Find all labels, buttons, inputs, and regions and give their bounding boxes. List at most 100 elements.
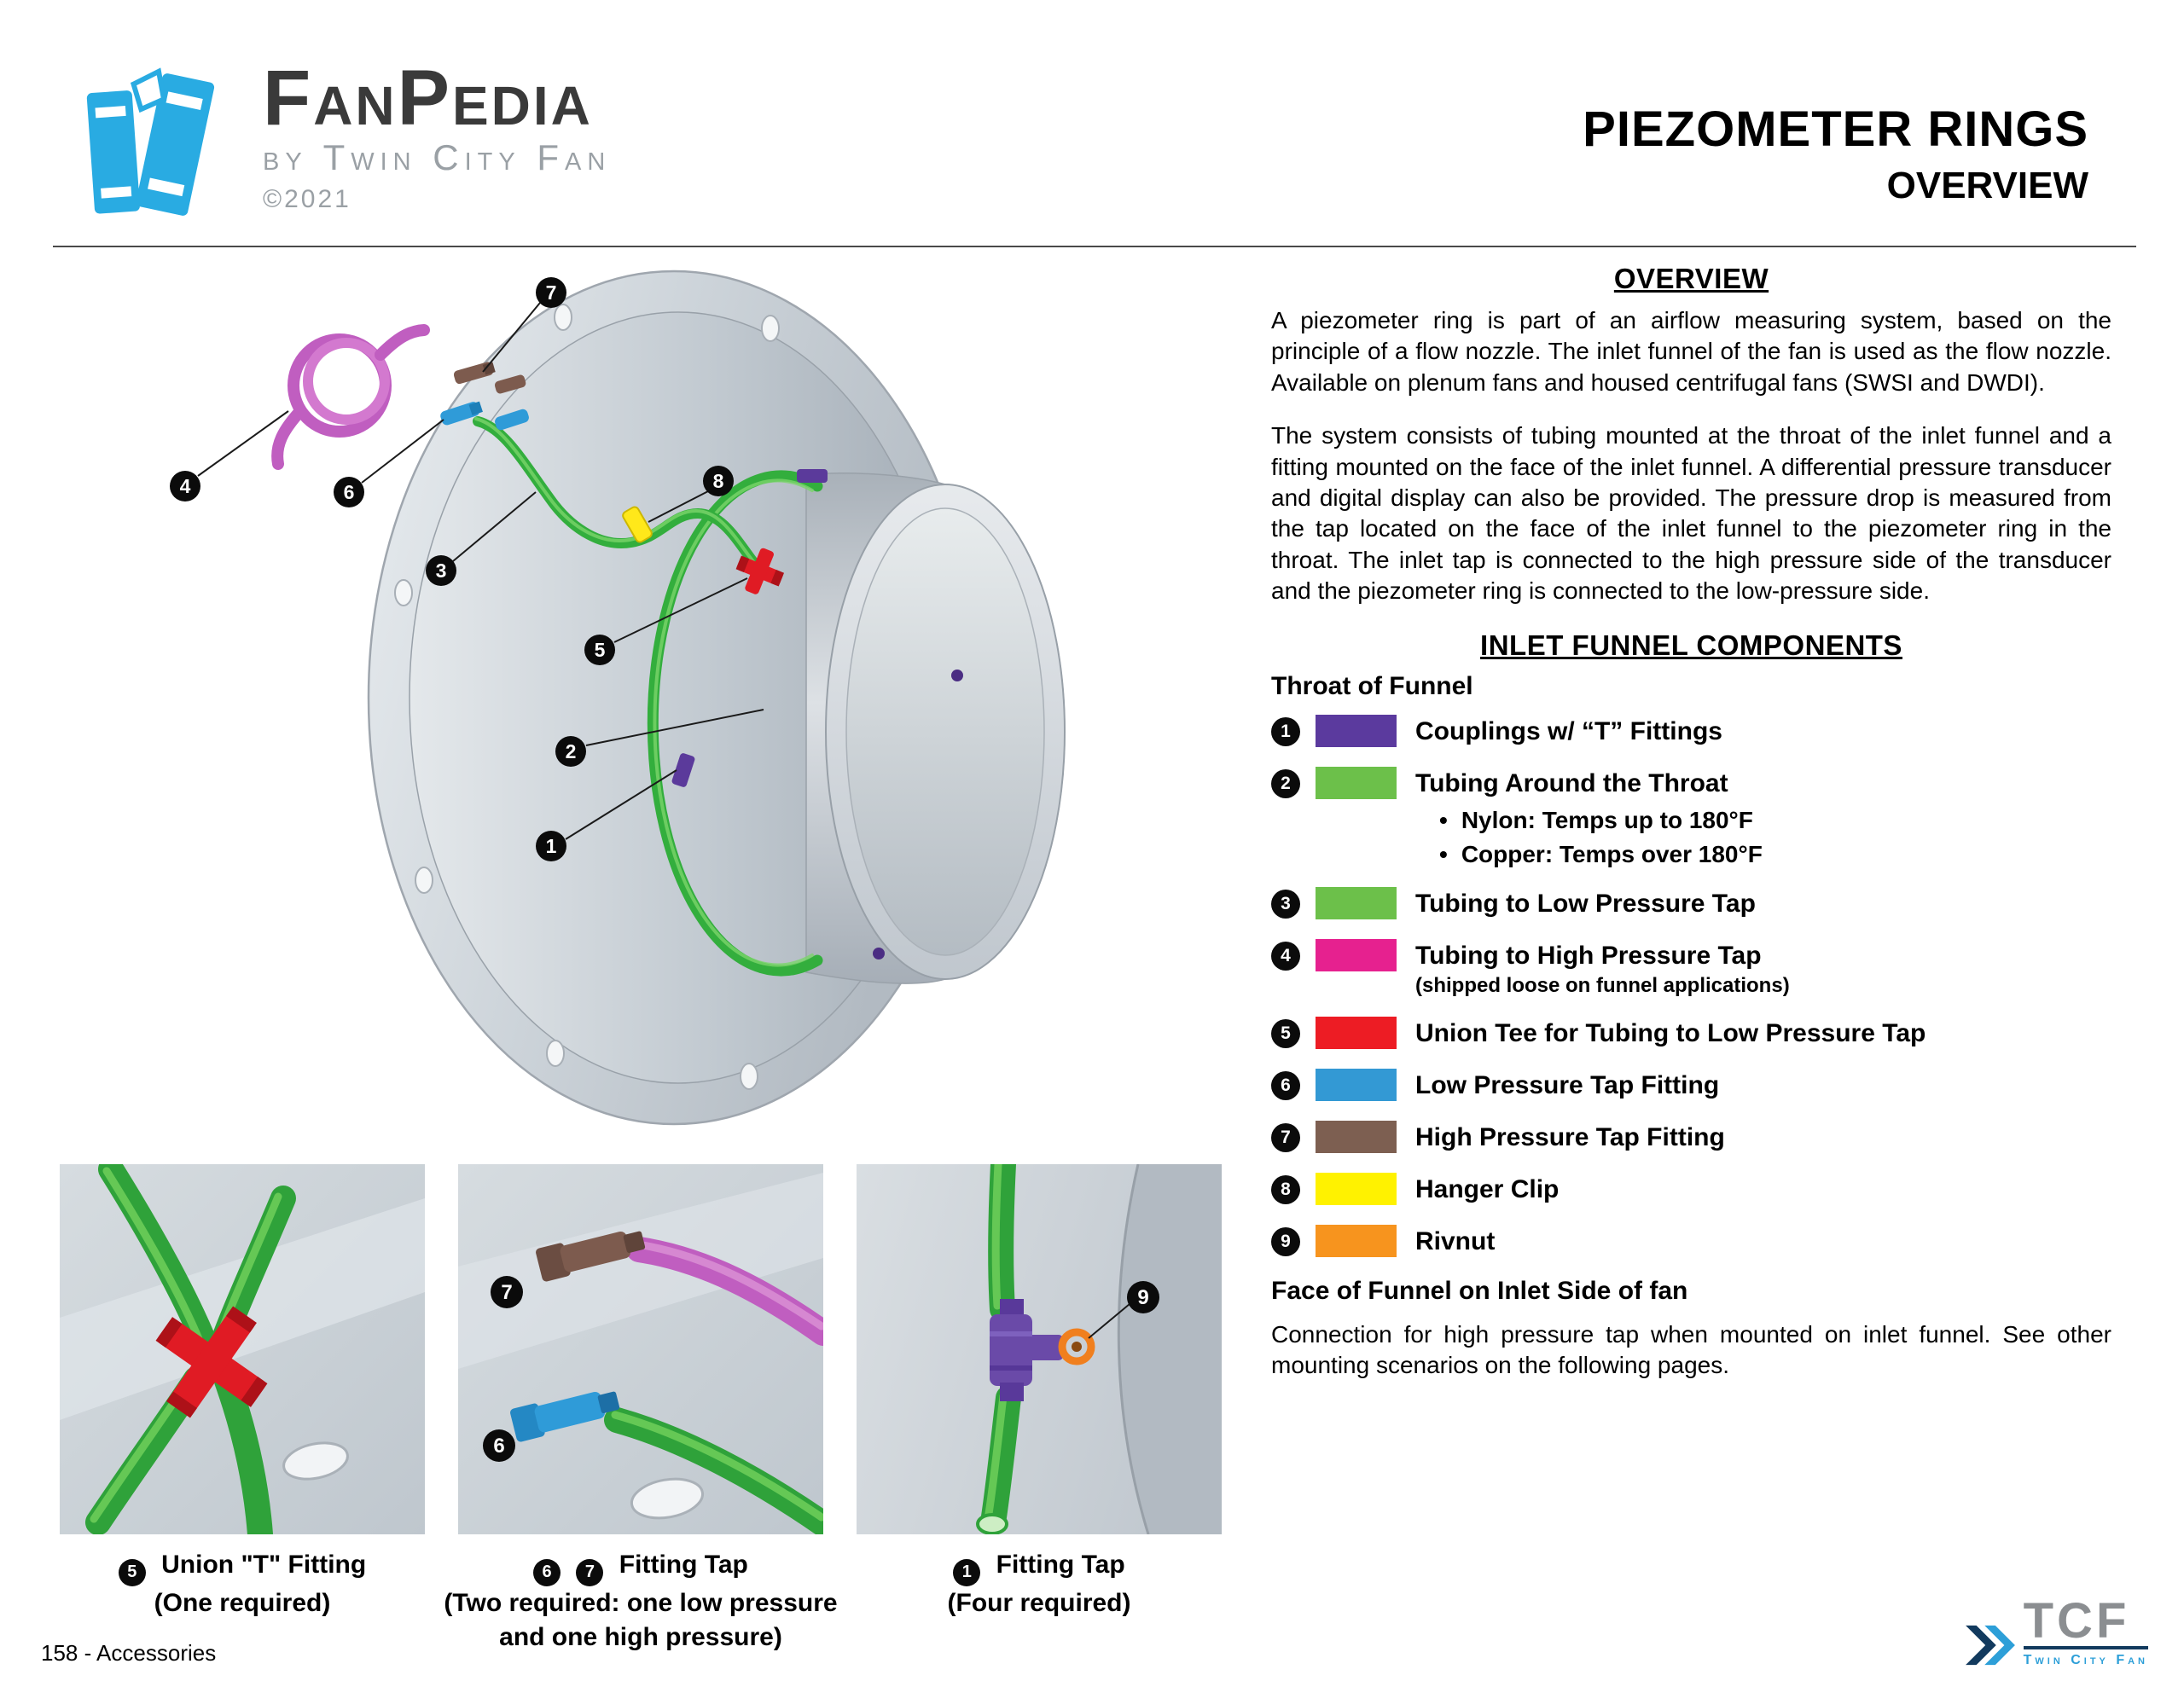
component-number-badge: 3	[1271, 889, 1300, 919]
component-bullet: Copper: Temps over 180°F	[1439, 841, 1763, 868]
inset-caption: 6 7 Fitting Tap (Two required: one low p…	[427, 1548, 854, 1655]
svg-text:5: 5	[595, 639, 606, 661]
component-item-tubing-high-pressure: 4 Tubing to High Pressure Tap (shipped l…	[1271, 938, 2111, 998]
inset-fitting-taps: 7 6 6 7 Fitting Tap (Two required: one l…	[444, 1164, 838, 1655]
detail-insets: 5 Union "T" Fitting (One required)	[60, 1164, 1222, 1655]
inset2-badges: 7 6	[483, 1276, 523, 1462]
svg-text:7: 7	[546, 281, 557, 304]
component-label: Tubing to High Pressure Tap	[1415, 941, 1762, 970]
low-pressure-tap-fitting	[440, 401, 529, 431]
tcf-chevrons-icon	[1965, 1625, 2015, 1666]
page-subtitle: OVERVIEW	[1886, 165, 2088, 206]
component-label: Union Tee for Tubing to Low Pressure Tap	[1415, 1018, 1926, 1047]
union-tee-detail-image	[60, 1164, 425, 1534]
brand-tagline: by Twin City Fan	[263, 137, 612, 178]
svg-text:4: 4	[180, 475, 191, 497]
overview-heading: OVERVIEW	[1613, 263, 1769, 294]
funnel-throat	[805, 472, 1066, 984]
component-item-high-pressure-fitting: 7 High Pressure Tap Fitting	[1271, 1120, 2111, 1154]
component-color-swatch	[1316, 766, 1397, 799]
inset-title: Fitting Tap	[619, 1551, 748, 1579]
inset-title: Fitting Tap	[996, 1551, 1125, 1579]
hanger-clip	[622, 506, 653, 543]
coupling-dot-bottom	[873, 948, 885, 959]
face-of-funnel-text: Connection for high pressure tap when mo…	[1271, 1320, 2111, 1378]
component-color-swatch	[1316, 938, 1397, 971]
blue-fitting	[510, 1391, 620, 1442]
component-label: Tubing Around the Throat	[1415, 768, 1728, 797]
component-label: Low Pressure Tap Fitting	[1415, 1070, 1720, 1099]
component-number-badge: 1	[1271, 716, 1300, 746]
page-number-label: 158 - Accessories	[41, 1640, 217, 1666]
callout-3: 3	[426, 555, 456, 586]
coupling-dot-right	[951, 670, 963, 681]
inset-caption: 1 Fitting Tap (Four required)	[857, 1548, 1222, 1620]
component-color-swatch	[1316, 1120, 1397, 1153]
component-list: 1 Couplings w/ “T” Fittings 2 Tubing Aro…	[1271, 714, 2111, 1258]
component-color-swatch	[1316, 1172, 1397, 1205]
component-color-swatch	[1316, 886, 1397, 919]
red-union-tee	[155, 1306, 268, 1418]
purple-tee-fitting	[990, 1299, 1063, 1401]
svg-text:6: 6	[344, 481, 355, 503]
svg-text:3: 3	[436, 559, 447, 582]
component-item-union-tee: 5 Union Tee for Tubing to Low Pressure T…	[1271, 1016, 2111, 1050]
logo-text: FanPedia by Twin City Fan ©2021	[263, 55, 612, 214]
svg-text:6: 6	[493, 1435, 504, 1458]
callout-7: 7	[536, 277, 566, 308]
component-color-swatch	[1316, 1016, 1397, 1049]
component-number-badge: 9	[1271, 1226, 1300, 1256]
svg-text:8: 8	[713, 470, 724, 492]
component-item-tubing-throat: 2 Tubing Around the Throat Nylon: Temps …	[1271, 766, 2111, 868]
inset-subtitle: (Two required: one low pressure and one …	[444, 1588, 838, 1652]
overview-paragraph-1: A piezometer ring is part of an airflow …	[1271, 307, 2111, 396]
throat-subheading: Throat of Funnel	[1271, 671, 1473, 700]
component-label: Tubing to Low Pressure Tap	[1415, 889, 1756, 918]
component-number-badge: 2	[1271, 768, 1300, 798]
component-item-hanger-clip: 8 Hanger Clip	[1271, 1172, 2111, 1206]
brand-name: FanPedia	[263, 55, 593, 142]
fanpedia-logo: FanPedia by Twin City Fan ©2021	[85, 55, 612, 225]
tcf-text: TCF Twin City Fan	[2023, 1596, 2148, 1668]
tcf-rule	[2023, 1646, 2148, 1649]
face-of-funnel-heading: Face of Funnel on Inlet Side of fan	[1271, 1276, 1688, 1305]
purple-couplings	[671, 469, 828, 787]
component-label: Rivnut	[1415, 1226, 1496, 1255]
svg-text:2: 2	[566, 740, 577, 762]
callout-badges: 7 4 6 8 3 5 2 1	[170, 277, 734, 861]
brand-copyright: ©2021	[263, 185, 351, 214]
component-item-tubing-low-pressure: 3 Tubing to Low Pressure Tap	[1271, 886, 2111, 920]
callout-1: 1	[536, 831, 566, 861]
header-divider	[53, 246, 2136, 247]
caption-badge: 7	[576, 1558, 604, 1586]
svg-text:7: 7	[501, 1281, 512, 1304]
component-label: High Pressure Tap Fitting	[1415, 1122, 1725, 1151]
inset-coupling-tap: 9 1 Fitting Tap (Four required)	[857, 1164, 1222, 1620]
callout-leader-lines	[197, 302, 764, 840]
callout-4: 4	[170, 471, 200, 501]
caption-badge: 6	[533, 1558, 561, 1586]
component-item-couplings: 1 Couplings w/ “T” Fittings	[1271, 714, 2111, 748]
inlet-funnel-illustration: 7 4 6 8 3 5 2 1	[170, 270, 1066, 1126]
component-number-badge: 8	[1271, 1174, 1300, 1204]
component-item-rivnut: 9 Rivnut	[1271, 1224, 2111, 1258]
component-number-badge: 7	[1271, 1122, 1300, 1152]
callout-5: 5	[584, 635, 615, 665]
inset-title: Union "T" Fitting	[161, 1551, 367, 1579]
caption-badge: 5	[118, 1558, 146, 1586]
coupling-tap-detail-image: 9	[857, 1164, 1222, 1534]
components-heading: INLET FUNNEL COMPONENTS	[1480, 629, 1902, 661]
overview-paragraph-2: The system consists of tubing mounted at…	[1271, 422, 2111, 605]
caption-badge: 1	[953, 1558, 981, 1586]
page-title: PIEZOMETER RINGS	[1583, 101, 2088, 157]
svg-text:1: 1	[546, 835, 557, 857]
union-tee	[735, 548, 785, 594]
component-number-badge: 4	[1271, 941, 1300, 971]
component-item-low-pressure-fitting: 6 Low Pressure Tap Fitting	[1271, 1068, 2111, 1102]
component-label: Couplings w/ “T” Fittings	[1415, 716, 1722, 745]
flange-bolt-holes	[394, 304, 780, 1090]
callout-2: 2	[555, 736, 586, 767]
green-tubing-ring	[647, 470, 823, 977]
pink-tubing-coil	[271, 324, 430, 470]
component-color-swatch	[1316, 1068, 1397, 1101]
